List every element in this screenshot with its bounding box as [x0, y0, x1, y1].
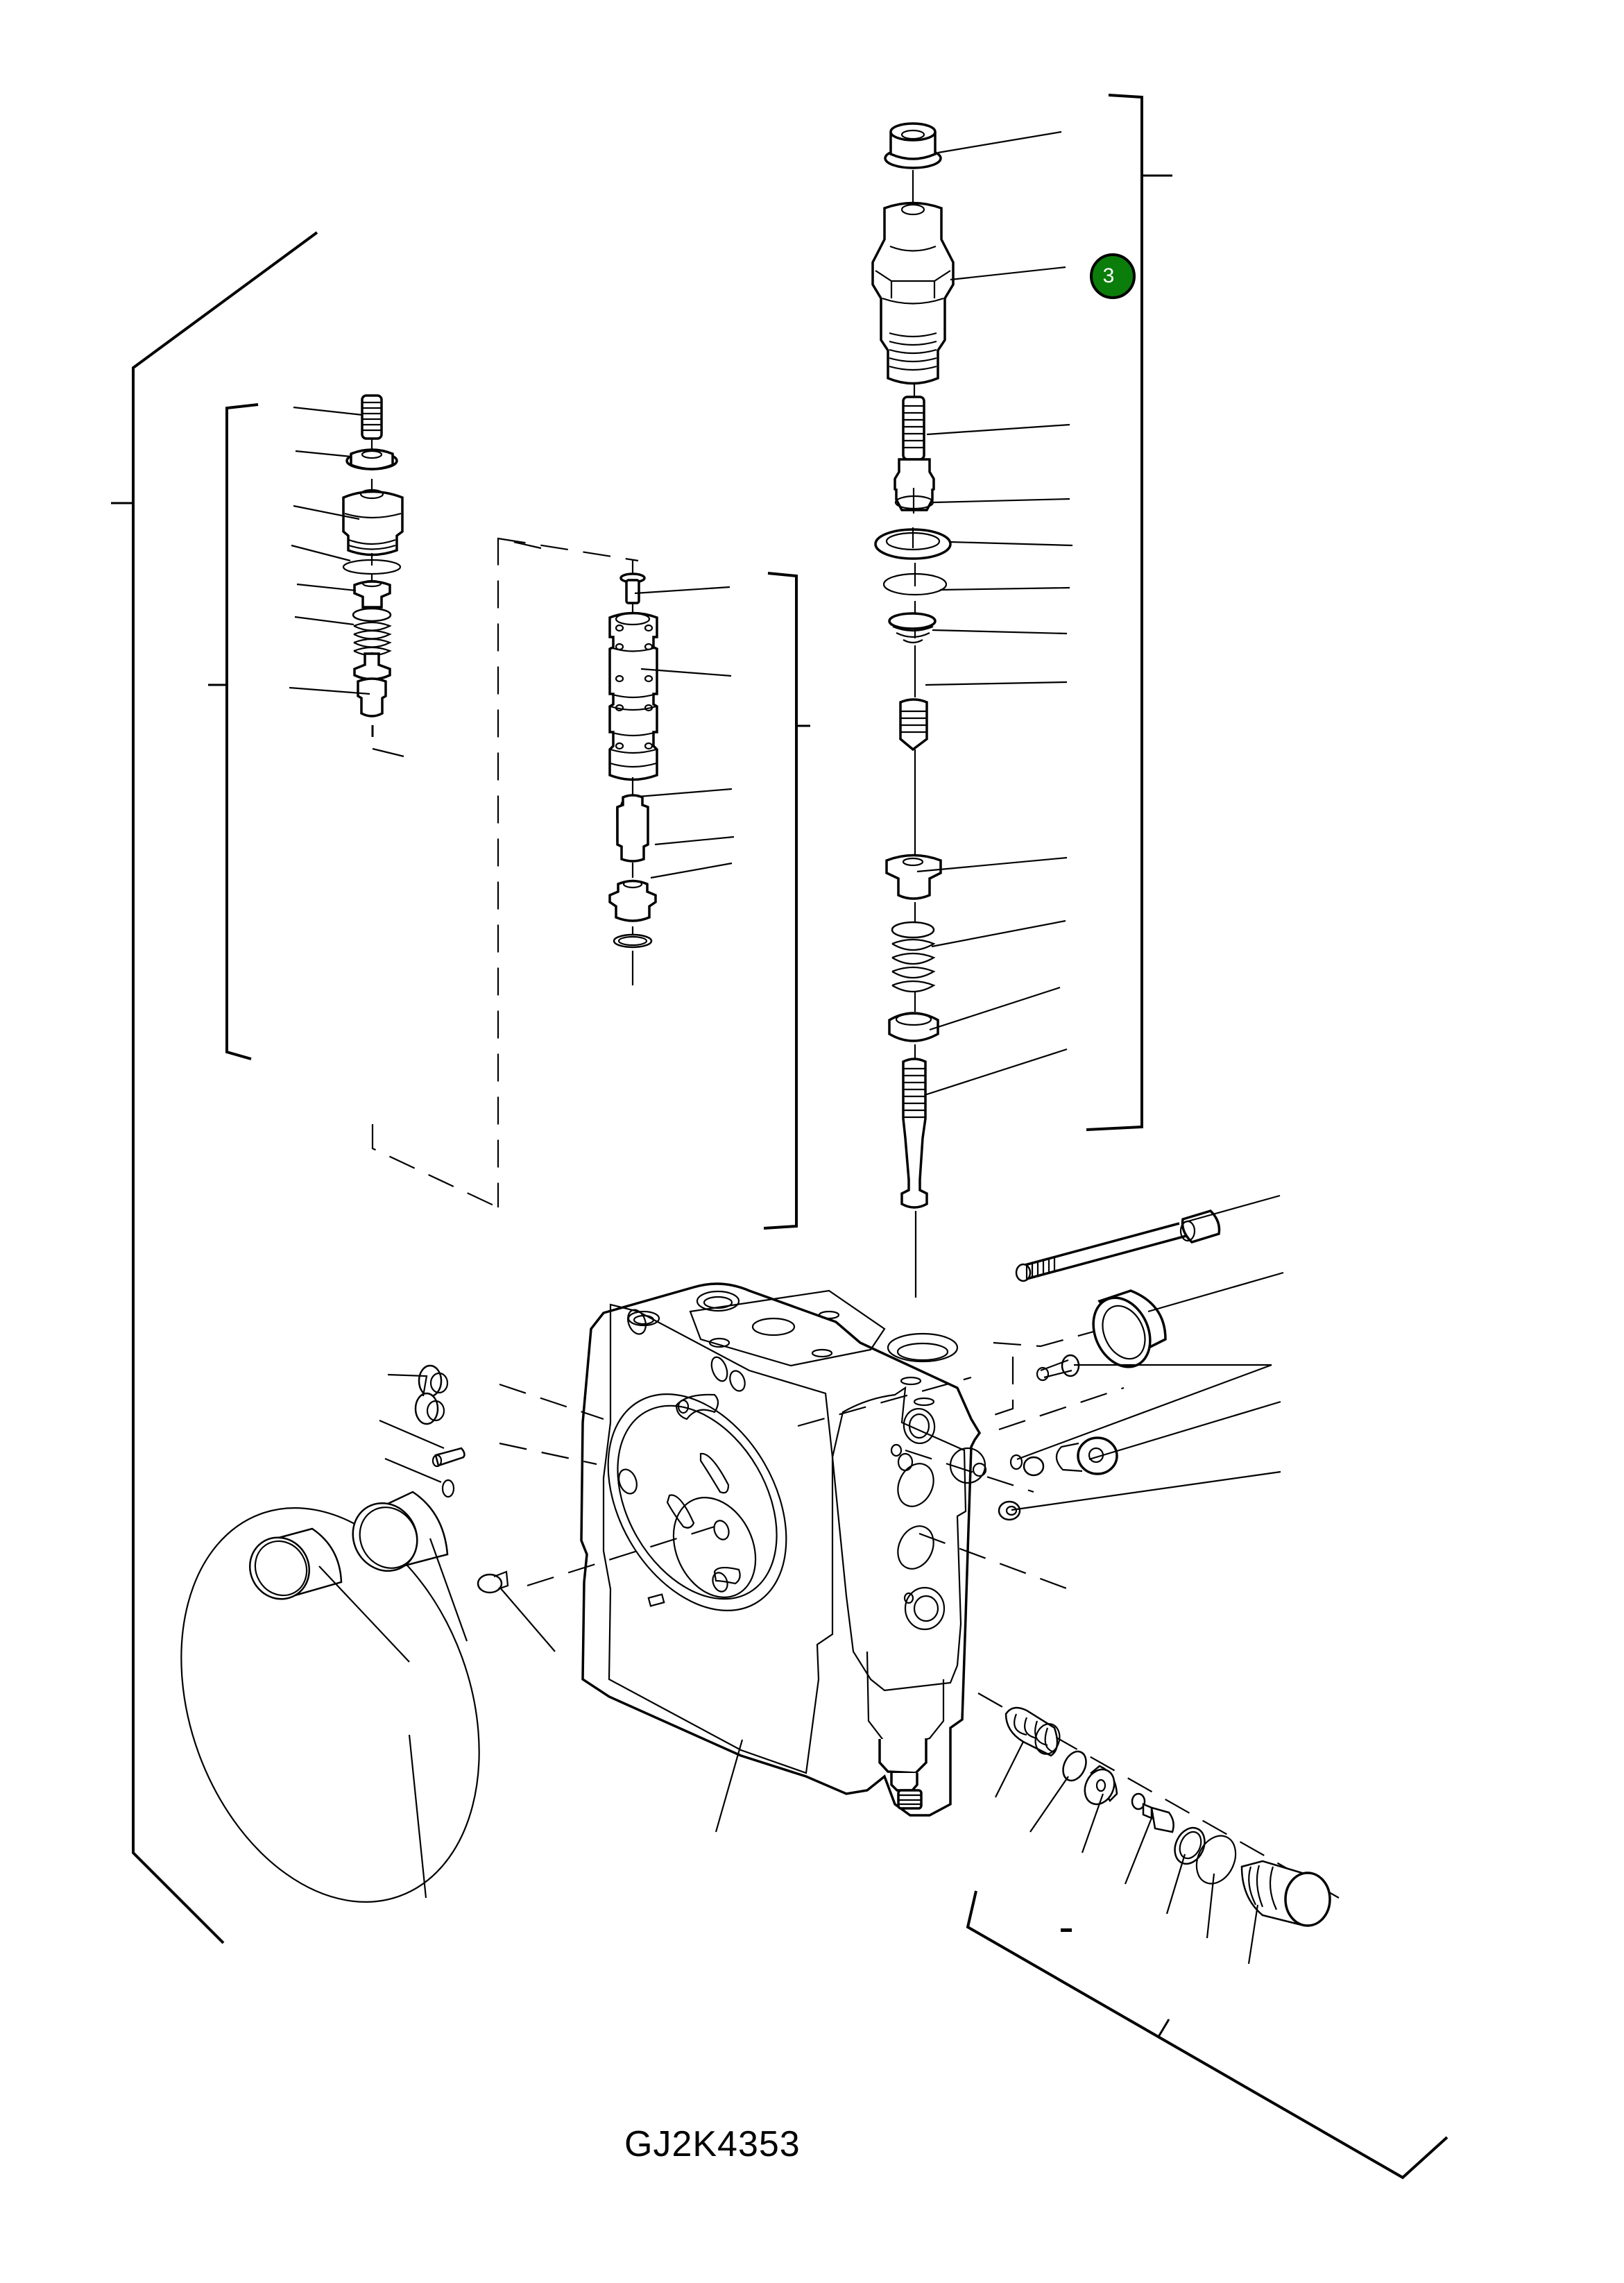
leader-lines-lower-right — [995, 1741, 1259, 1964]
callout-number: 3 — [1102, 264, 1115, 287]
right-top-bracket — [1086, 94, 1172, 1131]
leader-lines-right — [1011, 1194, 1284, 1511]
middle-bracket — [763, 572, 810, 1230]
valve-housing — [580, 1282, 987, 1817]
leader-lines-lower-left — [318, 1373, 744, 1899]
drawing-id-label: GJ2K4353 — [624, 2124, 801, 2164]
left-cartridge — [342, 394, 404, 758]
dash-mark — [1061, 1928, 1072, 1932]
housing-dashed-axes — [499, 1330, 1125, 1590]
right-side-parts — [998, 1210, 1221, 1521]
lower-left-parts — [180, 1364, 509, 1903]
leader-lines-top-right — [916, 130, 1073, 1096]
dashed-group-bracket — [371, 537, 639, 1208]
callout-badge-3[interactable]: 3 — [1090, 253, 1136, 299]
leader-lines-middle — [634, 586, 735, 879]
bottom-right-bracket — [966, 1890, 1448, 2180]
leader-lines-left — [289, 406, 370, 695]
left-outer-bracket — [111, 231, 318, 1944]
spool-column — [608, 561, 658, 985]
lower-right-cartridge — [977, 1692, 1340, 1927]
top-right-cartridge — [871, 122, 955, 1298]
left-inner-bracket — [208, 403, 259, 1060]
